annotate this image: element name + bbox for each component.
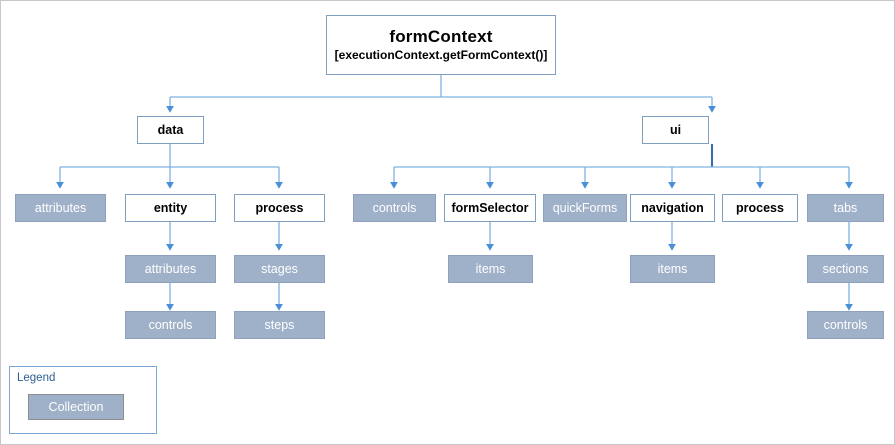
node-navigation-items[interactable]: items	[630, 255, 715, 283]
node-process-steps[interactable]: steps	[234, 311, 325, 339]
node-ui-navigation-label: navigation	[641, 200, 704, 215]
node-data-attributes-label: attributes	[34, 200, 87, 215]
node-ui[interactable]: ui	[642, 116, 709, 144]
node-ui-process[interactable]: process	[722, 194, 798, 222]
node-formselector-items-label: items	[475, 261, 506, 276]
node-process-stages[interactable]: stages	[234, 255, 325, 283]
node-data-entity[interactable]: entity	[125, 194, 216, 222]
node-sections-controls[interactable]: controls	[807, 311, 884, 339]
legend-box: Legend Collection	[9, 366, 157, 434]
node-entity-attributes[interactable]: attributes	[125, 255, 216, 283]
node-formselector-items[interactable]: items	[448, 255, 533, 283]
node-process-stages-label: stages	[261, 261, 298, 276]
node-ui-label: ui	[669, 122, 682, 137]
node-ui-formselector[interactable]: formSelector	[444, 194, 536, 222]
node-ui-tabs[interactable]: tabs	[807, 194, 884, 222]
node-entity-attributes-label: attributes	[144, 261, 197, 276]
node-entity-controls-label: controls	[148, 317, 193, 332]
node-ui-quickforms[interactable]: quickForms	[543, 194, 627, 222]
node-data-process[interactable]: process	[234, 194, 325, 222]
node-navigation-items-label: items	[657, 261, 688, 276]
node-formcontext-subtitle: [executionContext.getFormContext()]	[334, 47, 548, 62]
node-tabs-sections[interactable]: sections	[807, 255, 884, 283]
node-data-label: data	[157, 122, 184, 137]
node-formcontext[interactable]: formContext [executionContext.getFormCon…	[326, 15, 556, 75]
node-data-attributes[interactable]: attributes	[15, 194, 106, 222]
node-ui-process-label: process	[736, 200, 784, 215]
node-ui-quickforms-label: quickForms	[552, 200, 618, 215]
node-ui-controls-label: controls	[372, 200, 417, 215]
node-ui-tabs-label: tabs	[833, 200, 858, 215]
node-ui-navigation[interactable]: navigation	[630, 194, 715, 222]
node-ui-controls[interactable]: controls	[353, 194, 436, 222]
node-formcontext-title: formContext	[389, 27, 493, 47]
node-sections-controls-label: controls	[823, 317, 868, 332]
node-data-process-label: process	[255, 200, 304, 215]
node-tabs-sections-label: sections	[822, 261, 869, 276]
node-data[interactable]: data	[137, 116, 204, 144]
legend-title: Legend	[17, 372, 56, 384]
node-process-steps-label: steps	[264, 317, 295, 332]
node-entity-controls[interactable]: controls	[125, 311, 216, 339]
legend-collection-swatch: Collection	[28, 394, 124, 420]
node-data-entity-label: entity	[153, 200, 188, 215]
node-ui-formselector-label: formSelector	[451, 200, 529, 215]
